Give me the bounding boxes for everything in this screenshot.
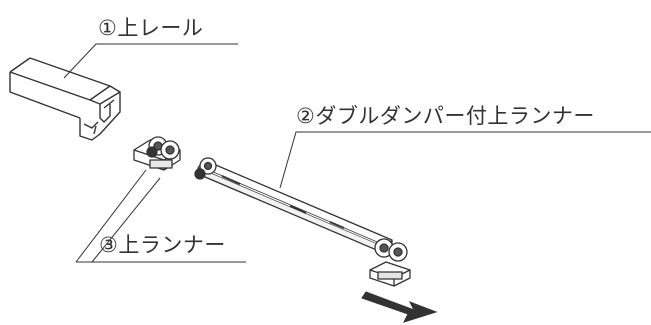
upper-runner-drawing: [133, 136, 181, 171]
leader-line-upper-runner-c: [91, 177, 161, 263]
leader-line-upper-rail: [63, 43, 238, 79]
label-upper-rail: ①上レール: [98, 16, 204, 40]
leader-line-upper-runner-b: [75, 169, 147, 263]
leader-line-double-damper-runner: [279, 131, 651, 189]
label-double-damper-runner: ②ダブルダンパー付上ランナー: [296, 104, 595, 128]
leader-lines: [63, 43, 651, 263]
label-upper-runner: ③上ランナー: [99, 233, 226, 257]
double-damper-runner-drawing: [194, 157, 411, 287]
direction-arrow-icon: [361, 291, 438, 323]
upper-rail-drawing: [9, 57, 121, 141]
